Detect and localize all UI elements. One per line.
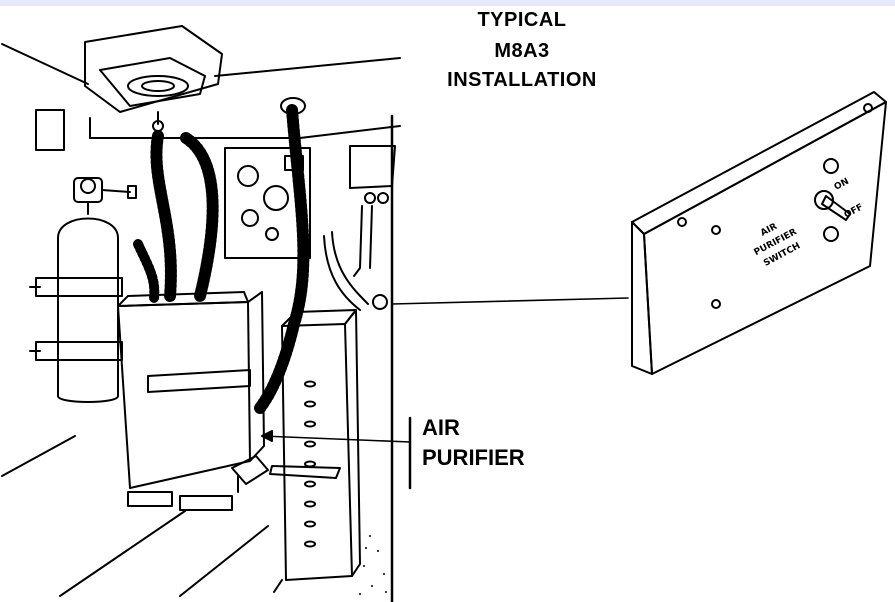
purifier-switch-panel	[631, 91, 887, 375]
panel-text-group: AIR PURIFIER SWITCH	[753, 222, 803, 269]
instrument-cluster	[224, 145, 396, 311]
title-line-1: TYPICAL	[477, 9, 567, 31]
callout-leaders	[261, 297, 629, 490]
corrugated-hoses	[133, 97, 310, 414]
switch-off-label: OFF	[843, 202, 865, 220]
callout-line-1: AIR	[422, 415, 460, 440]
gas-cylinder	[29, 177, 137, 403]
air-purifier-box	[117, 291, 269, 511]
title-line-2: M8A3	[494, 40, 550, 62]
line-drawing: AIR PURIFIER SWITCH ON OFF	[1, 25, 887, 602]
technical-illustration: AIR PURIFIER SWITCH ON OFF TYPICAL M8A3 …	[0, 6, 895, 602]
switch-on-label: ON	[833, 177, 851, 193]
callout-line-2: PURIFIER	[422, 445, 525, 470]
floor-texture	[359, 535, 387, 595]
title-line-3: INSTALLATION	[447, 69, 597, 91]
vehicle-interior	[1, 43, 401, 602]
ventilation-column	[269, 309, 361, 593]
overhead-hatch	[84, 25, 223, 132]
